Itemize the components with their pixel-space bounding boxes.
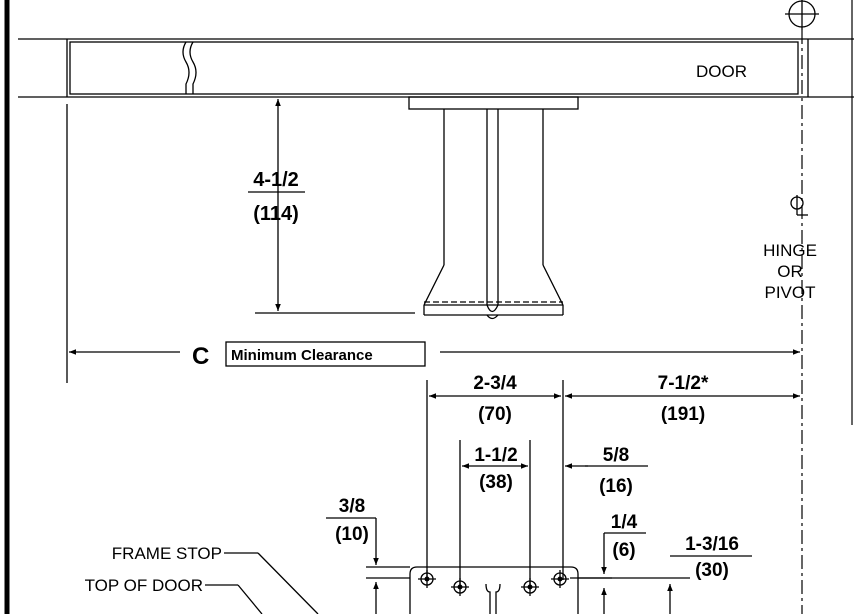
dim-plate-width-metric: (70) xyxy=(478,404,512,425)
clearance-box-label: Minimum Clearance xyxy=(231,347,373,364)
hole-icon xyxy=(418,570,436,588)
top-of-door-label: TOP OF DOOR xyxy=(85,576,203,595)
dim-stop-offset-metric: (10) xyxy=(335,524,369,545)
dim-arm-height-imperial: 4-1/2 xyxy=(253,169,299,191)
dim-edge-offset-metric: (16) xyxy=(599,476,633,497)
frame-stop-label: FRAME STOP xyxy=(112,544,222,563)
hinge-label-2: OR xyxy=(777,262,803,281)
hinge-label-3: PIVOT xyxy=(764,283,815,302)
centerline-symbol-icon xyxy=(790,195,808,216)
dim-edge-offset-imperial: 5/8 xyxy=(603,445,629,466)
mounting-holes xyxy=(418,570,569,596)
mounting-plate xyxy=(409,566,579,614)
door-panel xyxy=(69,41,799,95)
dim-hole-offset-imperial: 1/4 xyxy=(611,512,638,533)
hole-icon xyxy=(451,578,469,596)
dim-plate-width-imperial: 2-3/4 xyxy=(473,373,517,394)
hole-icon xyxy=(521,578,539,596)
clearance-letter: C xyxy=(192,343,209,370)
dim-hole-spacing xyxy=(459,440,531,585)
leader-frame-stop xyxy=(224,552,319,614)
dim-to-hinge-imperial: 7-1/2* xyxy=(658,373,709,394)
dim-hole-offset-metric: (6) xyxy=(612,540,635,561)
dim-clearance xyxy=(66,104,800,383)
hole-icon xyxy=(551,570,569,588)
door-label: DOOR xyxy=(696,62,747,81)
dim-plate-depth-imperial: 1-3/16 xyxy=(685,534,739,555)
closer-arm xyxy=(408,96,579,320)
dim-hole-spacing-imperial: 1-1/2 xyxy=(474,445,517,466)
dim-to-hinge-metric: (191) xyxy=(661,404,705,425)
dim-hole-spacing-metric: (38) xyxy=(479,472,513,493)
dim-stop-offset xyxy=(326,517,410,614)
hinge-label-1: HINGE xyxy=(763,241,817,260)
hinge-centerline xyxy=(785,0,819,614)
dim-stop-offset-imperial: 3/8 xyxy=(339,496,365,517)
leader-top-of-door xyxy=(205,584,263,614)
dim-plate-depth xyxy=(578,555,752,614)
dim-arm-height-metric: (114) xyxy=(253,203,299,225)
dim-plate-width xyxy=(426,380,800,580)
dim-arm-height xyxy=(248,99,415,314)
dim-plate-depth-metric: (30) xyxy=(695,560,729,581)
